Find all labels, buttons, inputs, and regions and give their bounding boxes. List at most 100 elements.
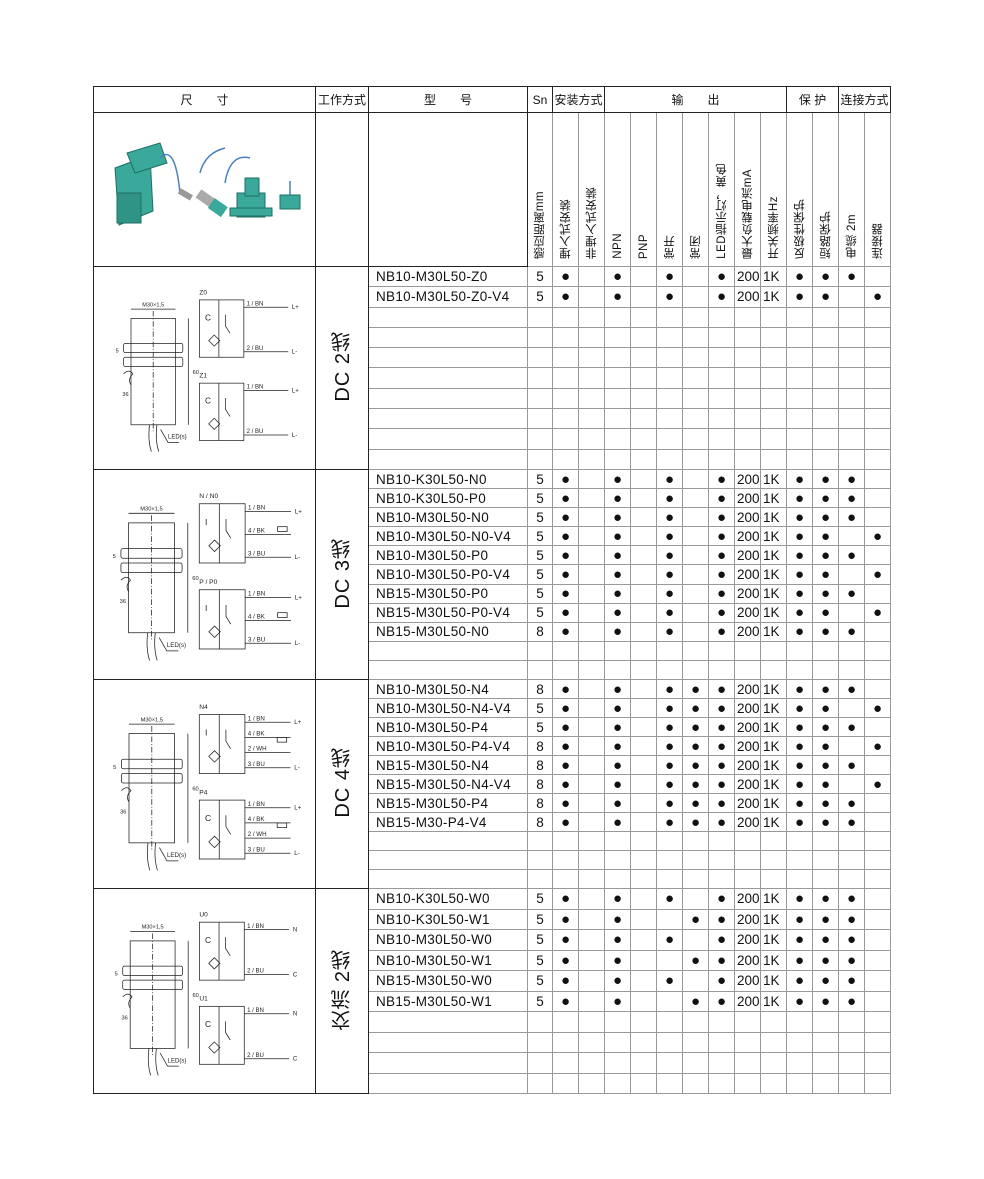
frequency-cell: 1K: [760, 583, 788, 604]
normally-open-dot: ●: [656, 286, 684, 308]
sensor-body-drawing: [122, 308, 189, 452]
sn-cell: 5: [527, 526, 553, 547]
pnp-cell: [630, 929, 658, 951]
header-size: 尺 寸: [93, 86, 316, 113]
empty-cell: [552, 347, 579, 369]
empty-cell: [812, 428, 840, 450]
empty-cell: [838, 428, 866, 450]
pnp-cell: [630, 468, 658, 490]
model-cell: NB15-M30-P4-V4: [368, 812, 528, 832]
frequency-cell: 1K: [760, 488, 788, 509]
non-embedded-cell: [577, 755, 606, 775]
empty-cell: [630, 659, 658, 681]
normally-open-dot: ●: [656, 812, 684, 832]
embedded-dot: ●: [552, 755, 579, 775]
empty-cell: [734, 367, 762, 389]
empty-cell: [708, 1031, 736, 1053]
empty-cell: [656, 408, 684, 430]
empty-cell: [527, 347, 553, 369]
wire-label: 3 / BU: [247, 551, 264, 558]
sn-cell: 8: [527, 736, 553, 756]
reverse-polarity-dot: ●: [786, 488, 814, 509]
npn-dot: ●: [604, 545, 632, 566]
empty-cell: [656, 428, 684, 450]
empty-cell: [812, 448, 840, 470]
normally-open-cell: [656, 990, 684, 1012]
led-dot: ●: [708, 929, 736, 951]
empty-cell: [552, 640, 579, 661]
sn-cell: 5: [527, 990, 553, 1012]
empty-cell: [527, 831, 553, 851]
empty-cell: [604, 640, 632, 661]
empty-cell: [864, 1052, 892, 1074]
empty-cell: [734, 1011, 762, 1033]
connector-cell: [864, 908, 892, 930]
pnp-cell: [630, 602, 658, 623]
max-current-cell: 200: [734, 888, 762, 910]
led-dot: ●: [708, 717, 736, 737]
empty-cell: [630, 367, 658, 389]
npn-dot: ●: [604, 888, 632, 910]
subheader-label: 埋入式安装: [559, 199, 572, 259]
empty-cell: [577, 367, 606, 389]
connector-cell: [864, 717, 892, 737]
pnp-cell: [630, 774, 658, 794]
short-circuit-dot: ●: [812, 698, 840, 718]
empty-cell: [760, 387, 788, 410]
circuit-name-label: N / N0: [199, 493, 218, 500]
product-photo-image: [113, 142, 300, 226]
normally-open-dot: ●: [656, 736, 684, 756]
empty-cell: [604, 448, 632, 470]
empty-cell: [682, 659, 710, 681]
empty-cell: [760, 1072, 788, 1094]
short-circuit-dot: ●: [812, 908, 840, 930]
empty-cell: [630, 1072, 658, 1094]
subheader-normally-closed: 常闭: [682, 112, 710, 267]
pnp-cell: [630, 583, 658, 604]
empty-cell: [864, 659, 892, 681]
empty-cell: [838, 850, 866, 870]
led-label: LED(s): [166, 643, 185, 650]
empty-cell: [708, 850, 736, 870]
pnp-cell: [630, 812, 658, 832]
empty-cell: [552, 306, 579, 328]
empty-cell: [786, 387, 814, 410]
header-sn: Sn: [527, 86, 553, 113]
max-current-cell: 200: [734, 908, 762, 930]
reverse-polarity-dot: ●: [786, 698, 814, 718]
normally-open-dot: ●: [656, 717, 684, 737]
normally-closed-dot: ●: [682, 755, 710, 775]
frequency-cell: 1K: [760, 929, 788, 951]
blank-row: [94, 1052, 892, 1074]
subheader-connector: 连接器: [864, 112, 892, 267]
sensor-body-drawing: [120, 513, 188, 662]
empty-cell: [812, 869, 840, 889]
normally-closed-dot: ●: [682, 812, 710, 832]
empty-cell: [838, 831, 866, 851]
empty-cell: [630, 640, 658, 661]
npn-dot: ●: [604, 488, 632, 509]
led-dot: ●: [708, 679, 736, 699]
empty-cell: [734, 831, 762, 851]
pnp-cell: [630, 507, 658, 528]
sn-cell: 5: [527, 888, 553, 910]
empty-cell: [368, 831, 528, 851]
sn-cell: 5: [527, 929, 553, 951]
npn-dot: ●: [604, 564, 632, 585]
empty-cell: [552, 659, 579, 681]
non-embedded-cell: [577, 970, 606, 992]
model-cell: NB10-M30L50-P0: [368, 545, 528, 566]
wire-label: 1 / BN: [247, 1008, 264, 1014]
empty-cell: [604, 869, 632, 889]
header-install: 安装方式: [551, 86, 606, 113]
normally-closed-cell: [682, 564, 710, 585]
sn-cell: 8: [527, 793, 553, 813]
reverse-polarity-dot: ●: [786, 265, 814, 288]
sn-cell: 5: [527, 602, 553, 623]
subheader-blank: [315, 112, 369, 267]
embedded-dot: ●: [552, 564, 579, 585]
